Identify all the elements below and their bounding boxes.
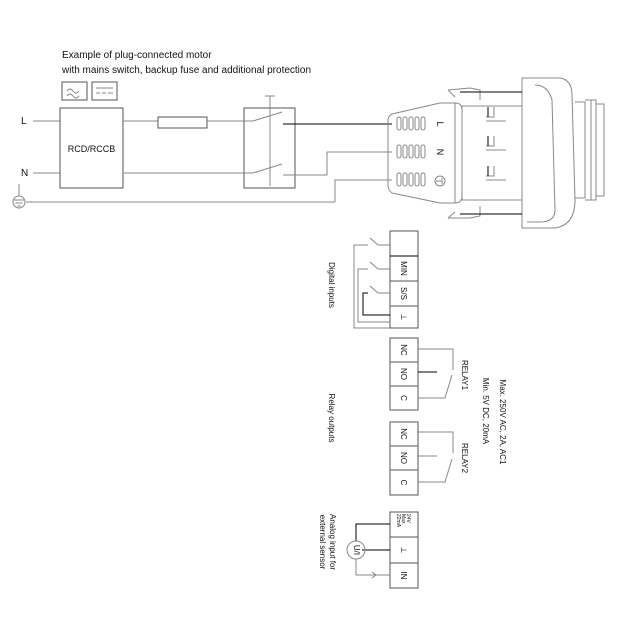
backup-fuse: [157, 116, 208, 129]
rcd-label: RCD/RCCB: [68, 144, 116, 154]
relay2-c: C: [399, 480, 408, 486]
dc-sensitivity-icon: [91, 81, 118, 101]
analog-supply-22ma: 22mA: [395, 514, 401, 528]
line-label: L: [21, 116, 27, 127]
relay1-c: C: [399, 395, 408, 401]
sensor-label: U/I: [352, 545, 361, 555]
analog-input-label-line2: external sensor: [318, 515, 327, 570]
terminal-ground: ⊥: [399, 314, 408, 321]
relay1-no: NO: [399, 368, 408, 380]
plug-earth-icon: [434, 175, 446, 187]
terminal-min: MIN: [399, 261, 408, 276]
analog-ground: ⊥: [399, 547, 408, 554]
analog-input-terminal-block: 24V Max. 22mA ⊥ IN U/I: [346, 511, 419, 589]
digital-inputs-label: Digital inputs: [327, 262, 336, 308]
relay2-no: NO: [399, 452, 408, 464]
relay1-terminal-block: NC NO C: [389, 337, 454, 411]
earth-ground-icon: [12, 184, 26, 209]
relay2-label: RELAY2: [460, 443, 469, 474]
relay1-label: RELAY1: [460, 360, 469, 391]
ac-sensitivity-icon: [61, 81, 88, 101]
analog-supply-max: Max.: [400, 514, 406, 525]
analog-in: IN: [399, 572, 408, 580]
plug-pins: [486, 107, 506, 181]
mains-switch: [243, 95, 296, 189]
relay-rating-min: Min. 5V DC, 20mA: [481, 378, 490, 445]
motor-plug-connector: L N: [387, 77, 605, 229]
relay-rating-max: Max. 250V AC, 2A, AC1: [498, 380, 507, 465]
relay2-terminal-block: NC NO C: [389, 421, 454, 496]
digital-inputs-terminal-block: MIN S/S ⊥: [353, 230, 419, 329]
terminal-ss: S/S: [399, 287, 408, 300]
plug-line-label: L: [435, 121, 445, 126]
neutral-label: N: [21, 168, 28, 179]
plug-neutral-label: N: [435, 149, 445, 156]
title-line2: with mains switch, backup fuse and addit…: [61, 65, 311, 76]
relay1-nc: NC: [399, 344, 408, 356]
analog-supply-24v: 24V: [405, 514, 411, 524]
rcd-rccb-box: RCD/RCCB: [59, 107, 124, 189]
relay-outputs-label: Relay outputs: [327, 394, 336, 443]
sensor-icon: U/I: [346, 540, 366, 560]
relay2-nc: NC: [399, 428, 408, 440]
title-line1: Example of plug-connected motor: [62, 50, 212, 61]
analog-input-label-line1: Analog input for: [328, 514, 337, 570]
